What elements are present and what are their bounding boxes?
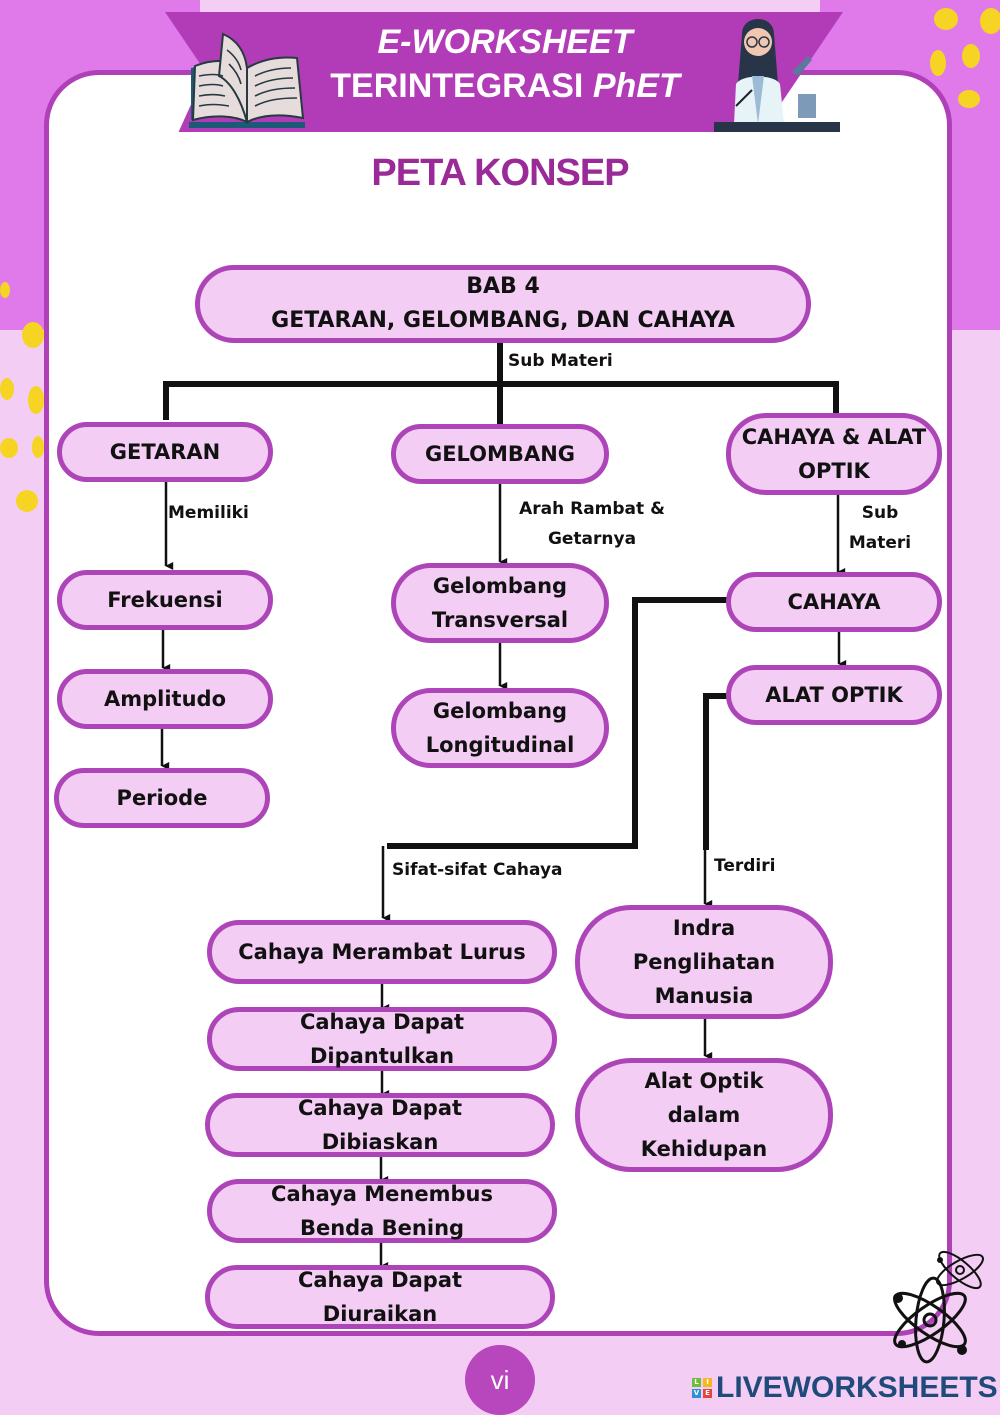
decor-dot xyxy=(32,436,44,458)
node-cahaya-dibiaskan: Cahaya Dapat Dibiaskan xyxy=(205,1093,555,1157)
node-periode: Periode xyxy=(54,768,270,828)
link-label-materi: Materi xyxy=(848,533,912,553)
logo-block-v: V xyxy=(692,1389,701,1398)
liveworksheets-logo[interactable]: L I V E LIVEWORKSHEETS xyxy=(692,1370,998,1406)
node-cahaya: CAHAYA xyxy=(726,572,942,632)
decor-dot xyxy=(28,386,44,414)
node-root-line1: BAB 4 xyxy=(466,274,540,299)
node-cahaya-diuraikan: Cahaya Dapat Diuraikan xyxy=(205,1265,555,1329)
node-alat-optik-kehidupan: Alat Optik dalam Kehidupan xyxy=(575,1058,833,1172)
node-cahaya-merambat-lurus: Cahaya Merambat Lurus xyxy=(207,920,557,984)
node-indra-line3: Manusia xyxy=(654,984,754,1008)
node-gelombang-transversal: Gelombang Transversal xyxy=(391,563,609,643)
node-alat-kehidupan-line3: Kehidupan xyxy=(640,1137,768,1161)
decor-dot xyxy=(0,438,18,458)
node-gelombang-longitudinal: Gelombang Longitudinal xyxy=(391,688,609,768)
link-label-arah-rambat-line1: Arah Rambat & xyxy=(519,499,665,519)
decor-dot xyxy=(958,90,980,108)
decor-dot xyxy=(0,378,14,400)
node-cahaya-alat-optik: CAHAYA & ALAT OPTIK xyxy=(726,413,942,495)
decor-dot xyxy=(962,44,980,68)
node-sifat-5-line1: Cahaya Dapat xyxy=(297,1268,463,1292)
node-getaran: GETARAN xyxy=(57,422,273,482)
decor-dot xyxy=(934,8,958,30)
link-label-sub: Sub xyxy=(861,503,899,523)
node-indra-line2: Penglihatan xyxy=(632,950,776,974)
link-label-sub-materi: Sub Materi xyxy=(508,351,613,371)
node-amplitudo: Amplitudo xyxy=(57,669,273,729)
node-alat-kehidupan-line1: Alat Optik xyxy=(644,1069,764,1093)
node-transversal-line1: Gelombang xyxy=(432,574,568,598)
node-transversal-line2: Transversal xyxy=(431,608,569,632)
decor-dot xyxy=(980,8,1000,34)
logo-block-i: I xyxy=(703,1378,712,1387)
page-number-badge: vi xyxy=(465,1345,535,1415)
link-label-arah-rambat-line2: Getarnya xyxy=(547,529,637,549)
liveworksheets-logo-icon: L I V E xyxy=(692,1378,712,1398)
node-sifat-4-line1: Cahaya Menembus xyxy=(271,1182,493,1206)
logo-block-e: E xyxy=(703,1389,712,1398)
scientist-illustration-icon xyxy=(714,19,840,132)
node-indra-penglihatan: Indra Penglihatan Manusia xyxy=(575,905,833,1019)
open-book-icon xyxy=(189,32,305,128)
link-label-arah-rambat: Arah Rambat & Getarnya xyxy=(504,494,680,554)
node-getaran-label: GETARAN xyxy=(109,440,221,464)
link-label-terdiri: Terdiri xyxy=(714,856,776,876)
node-sifat-2-line2: Dipantulkan xyxy=(309,1044,455,1068)
node-gelombang: GELOMBANG xyxy=(391,424,609,484)
node-sifat-2-line1: Cahaya Dapat xyxy=(299,1010,465,1034)
node-sifat-3-line1: Cahaya Dapat xyxy=(297,1096,463,1120)
node-periode-label: Periode xyxy=(116,786,208,810)
node-cao-line1: CAHAYA & ALAT xyxy=(741,425,927,449)
connector-alatoptik-terdiri xyxy=(703,693,728,850)
background-band-top xyxy=(200,0,820,12)
decor-dot xyxy=(16,490,38,512)
connector-cahaya-sifat xyxy=(387,597,728,849)
link-label-memiliki: Memiliki xyxy=(168,503,249,523)
node-cahaya-label: CAHAYA xyxy=(787,590,881,614)
page-title: PETA KONSEP xyxy=(371,152,629,194)
node-gelombang-label: GELOMBANG xyxy=(424,442,576,466)
node-alat-optik: ALAT OPTIK xyxy=(726,665,942,725)
node-longitudinal-line1: Gelombang xyxy=(432,699,568,723)
node-amplitudo-label: Amplitudo xyxy=(103,687,226,711)
decor-dot xyxy=(0,282,10,298)
node-sifat-5-line2: Diuraikan xyxy=(322,1302,438,1326)
logo-block-l: L xyxy=(692,1378,701,1387)
node-root: BAB 4 GETARAN, GELOMBANG, DAN CAHAYA xyxy=(195,265,811,343)
node-cao-line2: OPTIK xyxy=(798,459,870,483)
node-root-line2: GETARAN, GELOMBANG, DAN CAHAYA xyxy=(271,308,735,333)
phet-brand: PhET xyxy=(592,67,680,105)
node-cahaya-menembus: Cahaya Menembus Benda Bening xyxy=(207,1179,557,1243)
link-label-sub-materi-cahaya: Sub Materi xyxy=(842,498,918,558)
node-cahaya-dipantulkan: Cahaya Dapat Dipantulkan xyxy=(207,1007,557,1071)
decor-dot xyxy=(930,50,946,76)
liveworksheets-brand: LIVEWORKSHEETS xyxy=(716,1371,998,1404)
worksheet-title-line2: TERINTEGRASI PhET xyxy=(290,64,720,108)
worksheet-title-line1: E-WORKSHEET xyxy=(377,23,633,61)
node-sifat-1-label: Cahaya Merambat Lurus xyxy=(238,940,526,964)
node-longitudinal-line2: Longitudinal xyxy=(425,733,575,757)
worksheet-title: E-WORKSHEET TERINTEGRASI PhET xyxy=(290,20,720,108)
node-sifat-4-line2: Benda Bening xyxy=(299,1216,465,1240)
node-indra-line1: Indra xyxy=(672,916,736,940)
node-frekuensi-label: Frekuensi xyxy=(107,588,223,612)
decor-dot xyxy=(22,322,44,348)
worksheet-title-prefix: TERINTEGRASI xyxy=(330,67,593,105)
node-alat-kehidupan-line2: dalam xyxy=(667,1103,741,1127)
node-sifat-3-line2: Dibiaskan xyxy=(321,1130,439,1154)
atom-icon xyxy=(893,1250,984,1364)
node-frekuensi: Frekuensi xyxy=(57,570,273,630)
link-label-sifat-cahaya: Sifat-sifat Cahaya xyxy=(392,860,563,880)
node-alat-optik-label: ALAT OPTIK xyxy=(765,683,903,707)
